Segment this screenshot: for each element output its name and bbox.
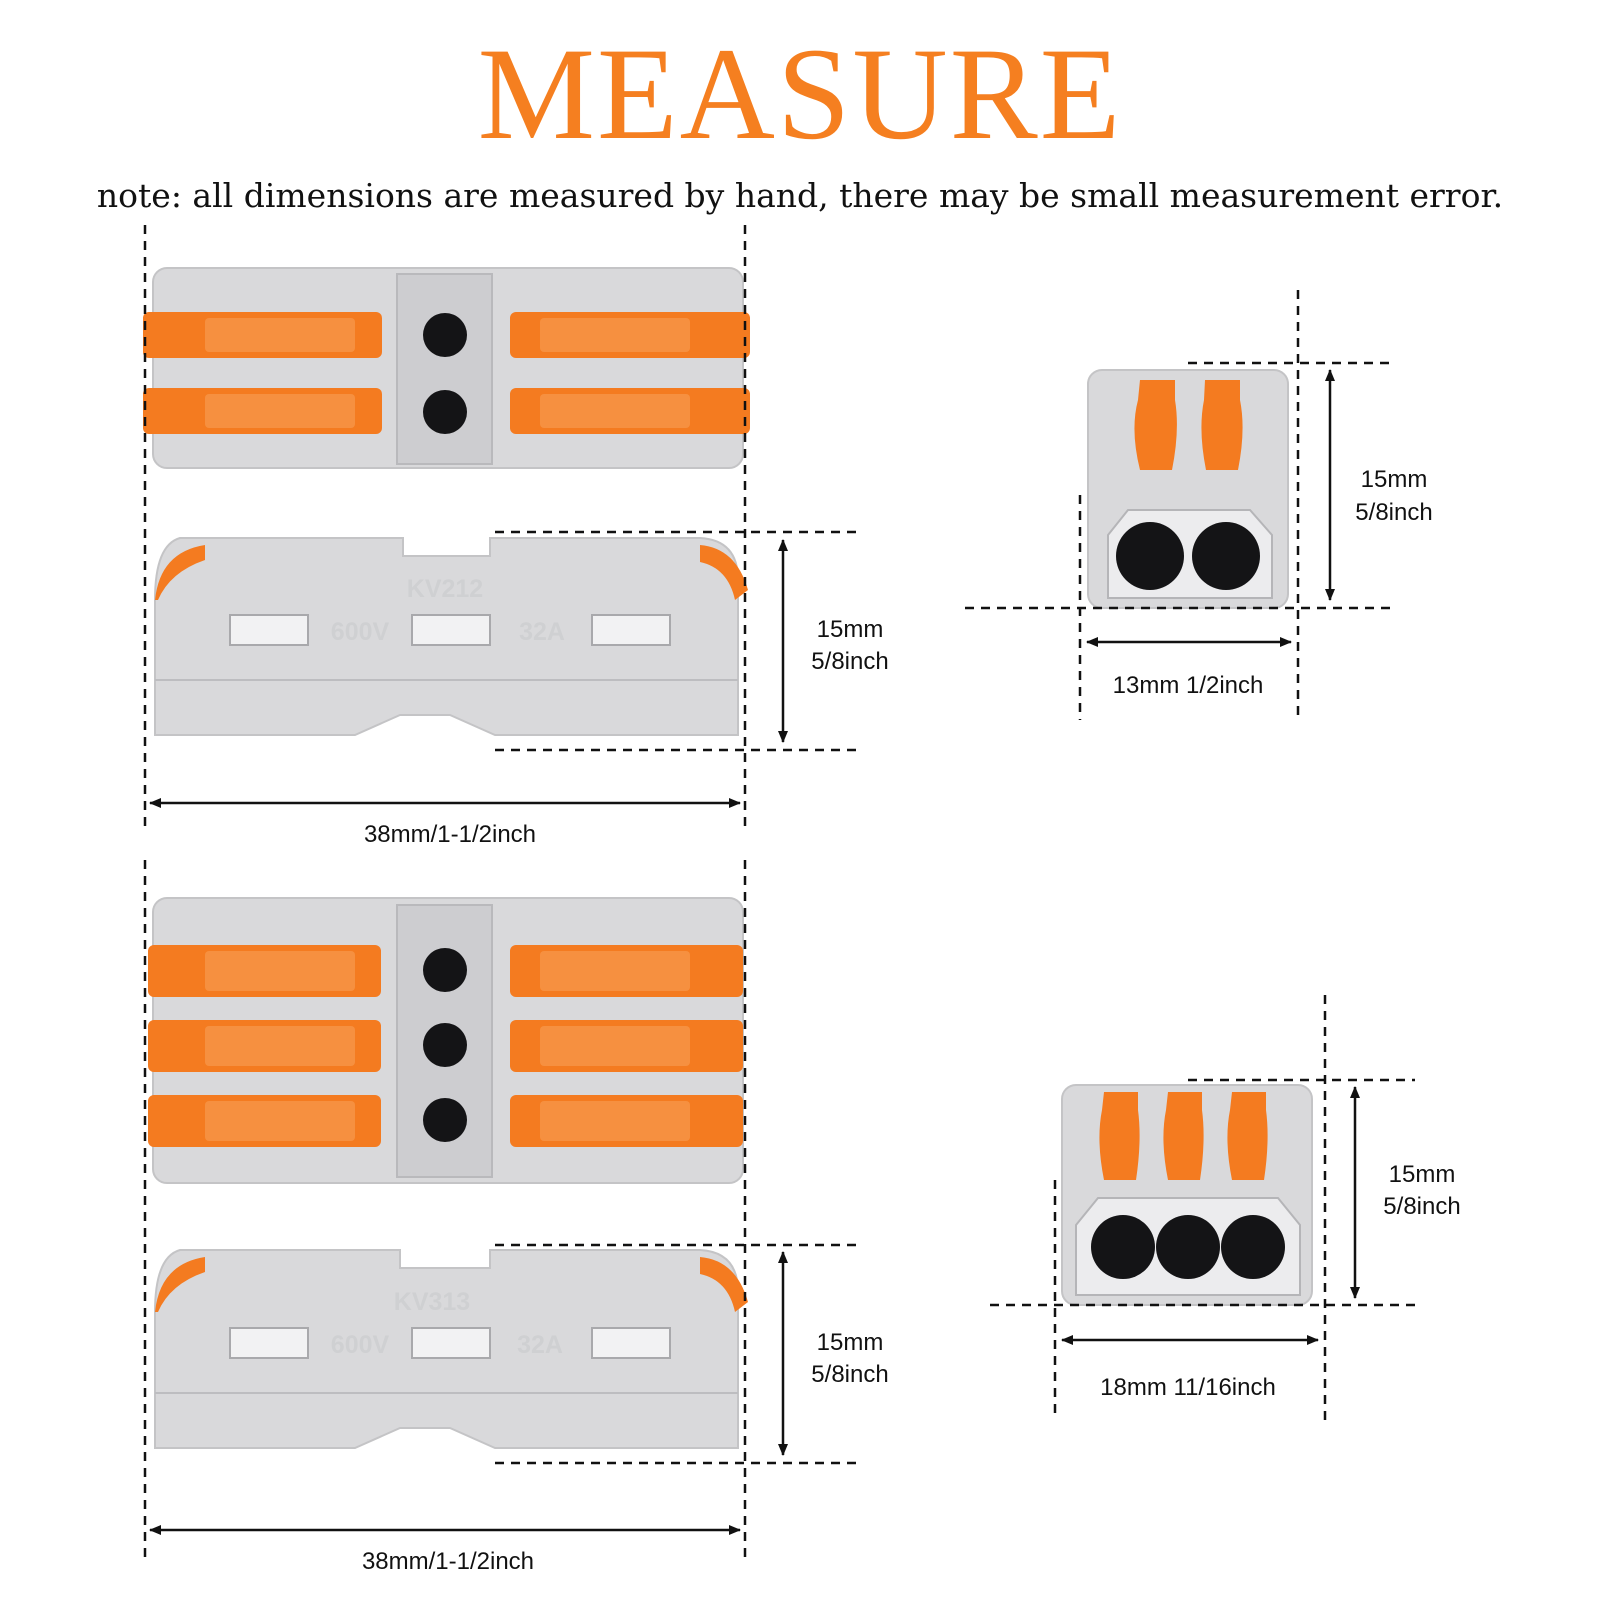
- kv313-model-label: KV313: [394, 1288, 470, 1316]
- kv212-end-width-label: 13mm 1/2inch: [1113, 672, 1264, 699]
- kv313-end-view: [1061, 1084, 1313, 1306]
- kv212-length-label: 38mm/1-1/2inch: [364, 821, 536, 848]
- kv212-dimensions: [143, 225, 860, 830]
- kv212-end-height-inch: 5/8inch: [1355, 499, 1432, 526]
- kv212-end-dimensions: [965, 290, 1395, 720]
- measurement-note: note: all dimensions are measured by han…: [96, 176, 1504, 215]
- kv313-end-height-inch: 5/8inch: [1383, 1193, 1460, 1220]
- kv313-top-view: [148, 897, 744, 1184]
- kv313-length-label: 38mm/1-1/2inch: [362, 1548, 534, 1575]
- kv212-model-label: KV212: [407, 575, 483, 603]
- kv313-height-mm: 15mm: [817, 1329, 884, 1356]
- kv313-dimensions: [143, 860, 860, 1560]
- kv313-end-height-mm: 15mm: [1389, 1161, 1456, 1188]
- kv212-top-view: [143, 267, 750, 469]
- kv313-height-inch: 5/8inch: [811, 1361, 888, 1388]
- page-title: MEASURE: [477, 20, 1123, 167]
- kv212-side-view: KV212 600V 32A: [154, 537, 748, 736]
- kv313-voltage-label: 600V: [331, 1331, 390, 1359]
- kv313-end-width-label: 18mm 11/16inch: [1100, 1374, 1276, 1401]
- kv313-side-view: KV313 600V 32A: [154, 1249, 748, 1449]
- kv212-height-mm: 15mm: [817, 616, 884, 643]
- kv212-end-height-mm: 15mm: [1361, 466, 1428, 493]
- kv212-end-view: [1087, 369, 1289, 609]
- kv212-height-inch: 5/8inch: [811, 648, 888, 675]
- kv212-voltage-label: 600V: [331, 618, 390, 646]
- kv313-end-dimensions: [990, 995, 1415, 1420]
- kv212-current-label: 32A: [519, 618, 565, 646]
- kv313-current-label: 32A: [517, 1331, 563, 1359]
